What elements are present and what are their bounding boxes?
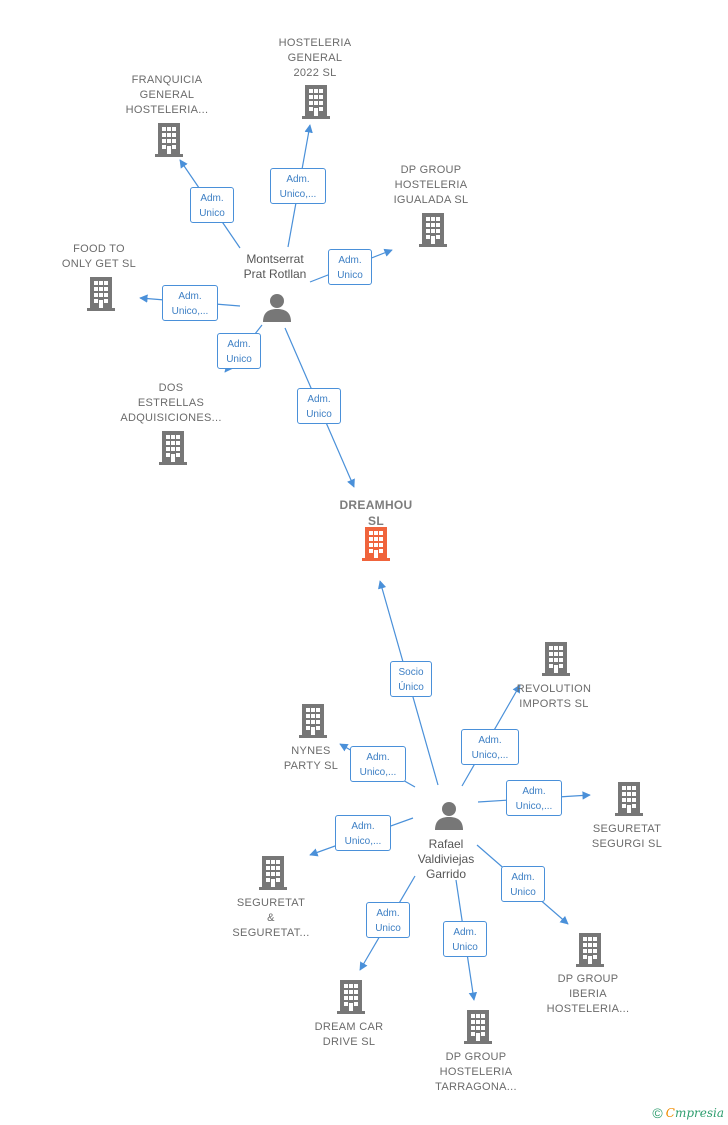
relation-label-r14[interactable]: Adm.Unico xyxy=(443,921,487,957)
building-icon[interactable] xyxy=(298,704,328,743)
building-icon[interactable] xyxy=(154,123,184,162)
building-icon[interactable] xyxy=(86,277,116,316)
relation-label-r11[interactable]: Adm.Unico,... xyxy=(335,815,391,851)
relation-label-r10[interactable]: Adm.Unico,... xyxy=(506,780,562,816)
relation-label-r6[interactable]: Adm.Unico xyxy=(297,388,341,424)
relation-label-r9[interactable]: Adm.Unico,... xyxy=(350,746,406,782)
building-icon[interactable] xyxy=(575,933,605,972)
building-icon[interactable] xyxy=(361,527,391,566)
relation-label-r8[interactable]: Adm.Unico,... xyxy=(461,729,519,765)
building-icon[interactable] xyxy=(158,431,188,470)
brand-logo: Cmpresia xyxy=(665,1106,724,1120)
building-icon[interactable] xyxy=(418,213,448,252)
relation-label-r2[interactable]: Adm.Unico xyxy=(190,187,234,223)
person-icon[interactable] xyxy=(262,292,292,327)
person-icon[interactable] xyxy=(434,800,464,835)
building-icon[interactable] xyxy=(463,1010,493,1049)
footer-brand: © Cmpresia xyxy=(652,1105,724,1121)
copyright-icon: © xyxy=(652,1105,663,1121)
relation-label-r5[interactable]: Adm.Unico xyxy=(217,333,261,369)
relation-label-r1[interactable]: Adm.Unico,... xyxy=(270,168,326,204)
relation-label-r13[interactable]: Adm.Unico xyxy=(366,902,410,938)
company-label-seguretat_seguretat: SEGURETAT&SEGURETAT... xyxy=(232,897,310,939)
relation-label-r12[interactable]: Adm.Unico xyxy=(501,866,545,902)
relation-label-r3[interactable]: Adm.Unico xyxy=(328,249,372,285)
building-icon[interactable] xyxy=(336,980,366,1019)
building-icon[interactable] xyxy=(258,856,288,895)
building-icon[interactable] xyxy=(301,85,331,124)
building-icon[interactable] xyxy=(614,782,644,821)
building-icon[interactable] xyxy=(541,642,571,681)
relation-label-r4[interactable]: Adm.Unico,... xyxy=(162,285,218,321)
